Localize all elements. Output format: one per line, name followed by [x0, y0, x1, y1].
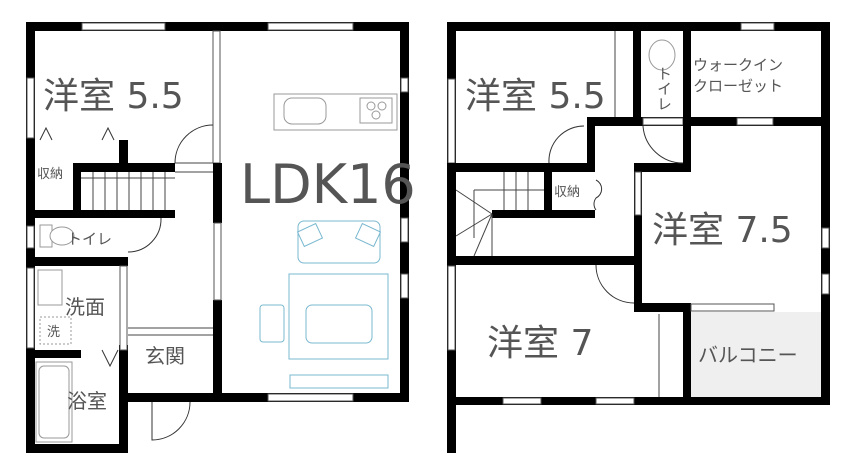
room-label: トイレ	[655, 66, 673, 111]
bath-door[interactable]	[101, 349, 119, 368]
room-label: 洋室 7	[487, 323, 593, 364]
wall	[26, 444, 128, 453]
wall	[213, 300, 222, 400]
room-label: トイレ	[67, 230, 112, 248]
partition	[119, 265, 128, 351]
wall	[26, 257, 128, 266]
window	[267, 393, 354, 402]
wall	[119, 345, 128, 453]
door	[642, 125, 684, 164]
floor-2: 洋室 5.5 トイレ ウォークイン クローゼット 収納 洋室 7.5 洋室 7 …	[447, 22, 830, 453]
door	[595, 264, 635, 304]
partition	[213, 222, 222, 301]
room-label: LDK16	[240, 153, 416, 216]
room-label: ウォークイン	[693, 56, 783, 74]
window	[81, 22, 166, 31]
tv-board-icon	[289, 374, 389, 389]
wall	[213, 163, 222, 223]
window	[26, 77, 35, 139]
window	[400, 273, 409, 299]
room-label: 洋室 7.5	[652, 210, 793, 251]
room-label: バルコニー	[698, 343, 798, 367]
rug-icon	[288, 273, 389, 360]
room-label: 洗	[47, 325, 60, 340]
toilet-icon	[49, 226, 75, 246]
door	[127, 217, 162, 253]
door	[174, 124, 214, 164]
stairs	[455, 172, 544, 257]
room-label: クローゼット	[693, 77, 783, 95]
room-label: 収納	[37, 167, 63, 182]
wall	[400, 22, 409, 402]
wall	[73, 163, 81, 211]
washer-icon	[39, 316, 72, 345]
chair-icon	[259, 304, 285, 343]
window	[267, 22, 354, 31]
room-label: 洗面	[65, 295, 105, 319]
balcony-area	[690, 312, 821, 397]
toilet-icon	[648, 39, 676, 71]
window	[26, 225, 35, 249]
window	[400, 217, 409, 243]
wall	[119, 140, 128, 163]
wall	[26, 350, 81, 358]
door	[548, 125, 585, 164]
sofa-icon	[296, 220, 382, 264]
room-label: 収納	[554, 185, 580, 200]
basin-icon	[37, 269, 63, 306]
table-icon	[305, 304, 373, 344]
window	[400, 77, 409, 93]
closet-door[interactable]	[593, 179, 603, 211]
partition	[212, 30, 221, 164]
wall	[26, 210, 175, 218]
floor-1: 洋室 5.5 LDK16 収納 トイレ 洗面 洗 玄関 浴室	[26, 22, 416, 453]
room-label: 洋室 5.5	[465, 76, 606, 117]
room-label: 玄関	[145, 344, 185, 368]
wall	[26, 22, 409, 31]
stairs	[81, 172, 175, 210]
entry-door[interactable]	[151, 401, 191, 441]
room-label: 洋室 5.5	[43, 76, 184, 117]
room-label: 浴室	[67, 389, 107, 413]
wall	[73, 163, 175, 172]
closet-door[interactable]	[39, 126, 115, 141]
window	[26, 267, 35, 349]
sink-icon	[283, 97, 327, 125]
